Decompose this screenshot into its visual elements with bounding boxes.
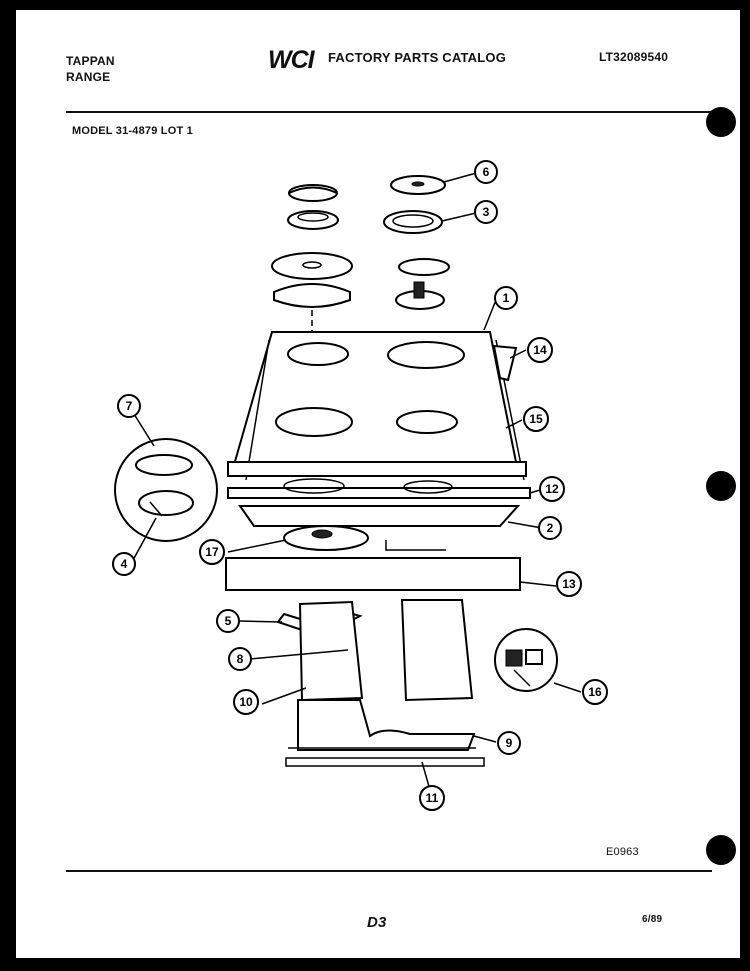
- callout-4: 4: [112, 552, 136, 576]
- callout-7: 7: [117, 394, 141, 418]
- callout-13-label: 13: [562, 577, 576, 591]
- callout-6: 6: [474, 160, 498, 184]
- cooktop-panel: [227, 331, 527, 481]
- callout-14-label: 14: [533, 343, 547, 357]
- callout-6-label: 6: [483, 165, 490, 179]
- callout-4-label: 4: [121, 557, 128, 571]
- top-frame-strip: [227, 478, 531, 499]
- leader-lines: [131, 171, 582, 791]
- rail-bracket: [492, 344, 518, 382]
- callout-7-label: 7: [126, 399, 133, 413]
- callout-13: 13: [556, 571, 582, 597]
- callout-16-label: 16: [588, 685, 602, 699]
- callout-17: 17: [199, 539, 225, 565]
- callout-2-label: 2: [547, 521, 554, 535]
- brand-line-1: TAPPAN: [66, 54, 115, 68]
- date-code: 6/89: [642, 914, 663, 925]
- callout-1: 1: [494, 286, 518, 310]
- callout-14: 14: [527, 337, 553, 363]
- callout-9: 9: [497, 731, 521, 755]
- callout-11: 11: [419, 785, 445, 811]
- parts-catalog-page: TAPPAN RANGE WCI FACTORY PARTS CATALOG L…: [16, 10, 740, 958]
- model-label: MODEL 31-4879 LOT 1: [72, 125, 193, 137]
- callout-8-label: 8: [237, 652, 244, 666]
- callout-15-label: 15: [529, 412, 543, 426]
- burner-box: [238, 505, 521, 527]
- burner-front-right: [395, 258, 450, 310]
- callout-2: 2: [538, 516, 562, 540]
- callout-3: 3: [474, 200, 498, 224]
- brand-line-2: RANGE: [66, 70, 111, 84]
- callout-15: 15: [523, 406, 549, 432]
- binder-hole-middle: [706, 471, 736, 501]
- binder-hole-top: [706, 107, 736, 137]
- drawing-code: E0963: [606, 846, 639, 858]
- manifold-panel: [225, 557, 521, 591]
- footer-rule: [66, 870, 712, 872]
- burner-cap-back-right: [383, 175, 446, 234]
- igniter-inset: [494, 628, 558, 692]
- valve-assembly: [283, 525, 446, 551]
- callout-3-label: 3: [483, 205, 490, 219]
- callout-10-label: 10: [239, 695, 253, 709]
- callout-11-label: 11: [426, 791, 439, 805]
- callout-17-label: 17: [205, 545, 219, 559]
- wci-logo: WCI: [268, 46, 315, 74]
- catalog-title: FACTORY PARTS CATALOG: [328, 50, 507, 65]
- callout-5-label: 5: [225, 614, 232, 628]
- callout-9-label: 9: [506, 736, 513, 750]
- callout-10: 10: [233, 689, 259, 715]
- exploded-parts-diagram: 6 3 1 14 15 7 4 12 2 17 13 5 8 10 16 9 1…: [112, 160, 608, 811]
- callout-5: 5: [216, 609, 240, 633]
- callout-1-label: 1: [503, 291, 510, 305]
- brand-label: TAPPAN RANGE: [66, 53, 115, 85]
- catalog-number: LT32089540: [599, 50, 669, 64]
- callout-12: 12: [539, 476, 565, 502]
- burner-cap-back-left: [287, 184, 339, 230]
- header-rule: [66, 111, 712, 113]
- binder-hole-bottom: [706, 835, 736, 865]
- bake-elements: [288, 599, 476, 751]
- broil-rail: [285, 757, 485, 767]
- drip-ring-inset: [114, 438, 218, 542]
- callout-8: 8: [228, 647, 252, 671]
- page-number: D3: [367, 914, 387, 931]
- callout-16: 16: [582, 679, 608, 705]
- callout-12-label: 12: [545, 482, 559, 496]
